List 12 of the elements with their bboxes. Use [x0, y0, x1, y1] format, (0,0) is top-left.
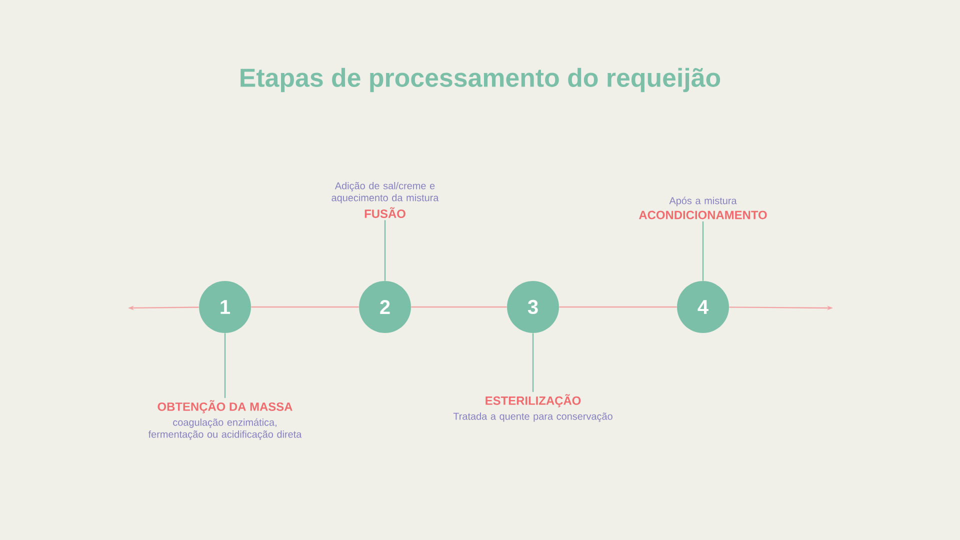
connector-line [559, 306, 677, 308]
connector-line [251, 306, 359, 308]
connector-line [224, 333, 226, 398]
step-label: Adição de sal/creme e aquecimento da mistura FUSÃO [332, 182, 439, 218]
connector-line [702, 221, 704, 281]
title: Etapas de processamento do requeijão [240, 68, 720, 92]
step-label: ESTERILIZAÇÃO Tratada a quente para conservação [453, 394, 612, 422]
connector-line [411, 306, 507, 308]
connector-line [532, 333, 534, 392]
step-label: Após a mistura ACONDICIONAMENTO [638, 196, 767, 220]
step-label: OBTENÇÃO DA MASSA coagulação enzimática, fermentação ou acidificação direta [148, 400, 302, 440]
connector-line [384, 220, 386, 281]
